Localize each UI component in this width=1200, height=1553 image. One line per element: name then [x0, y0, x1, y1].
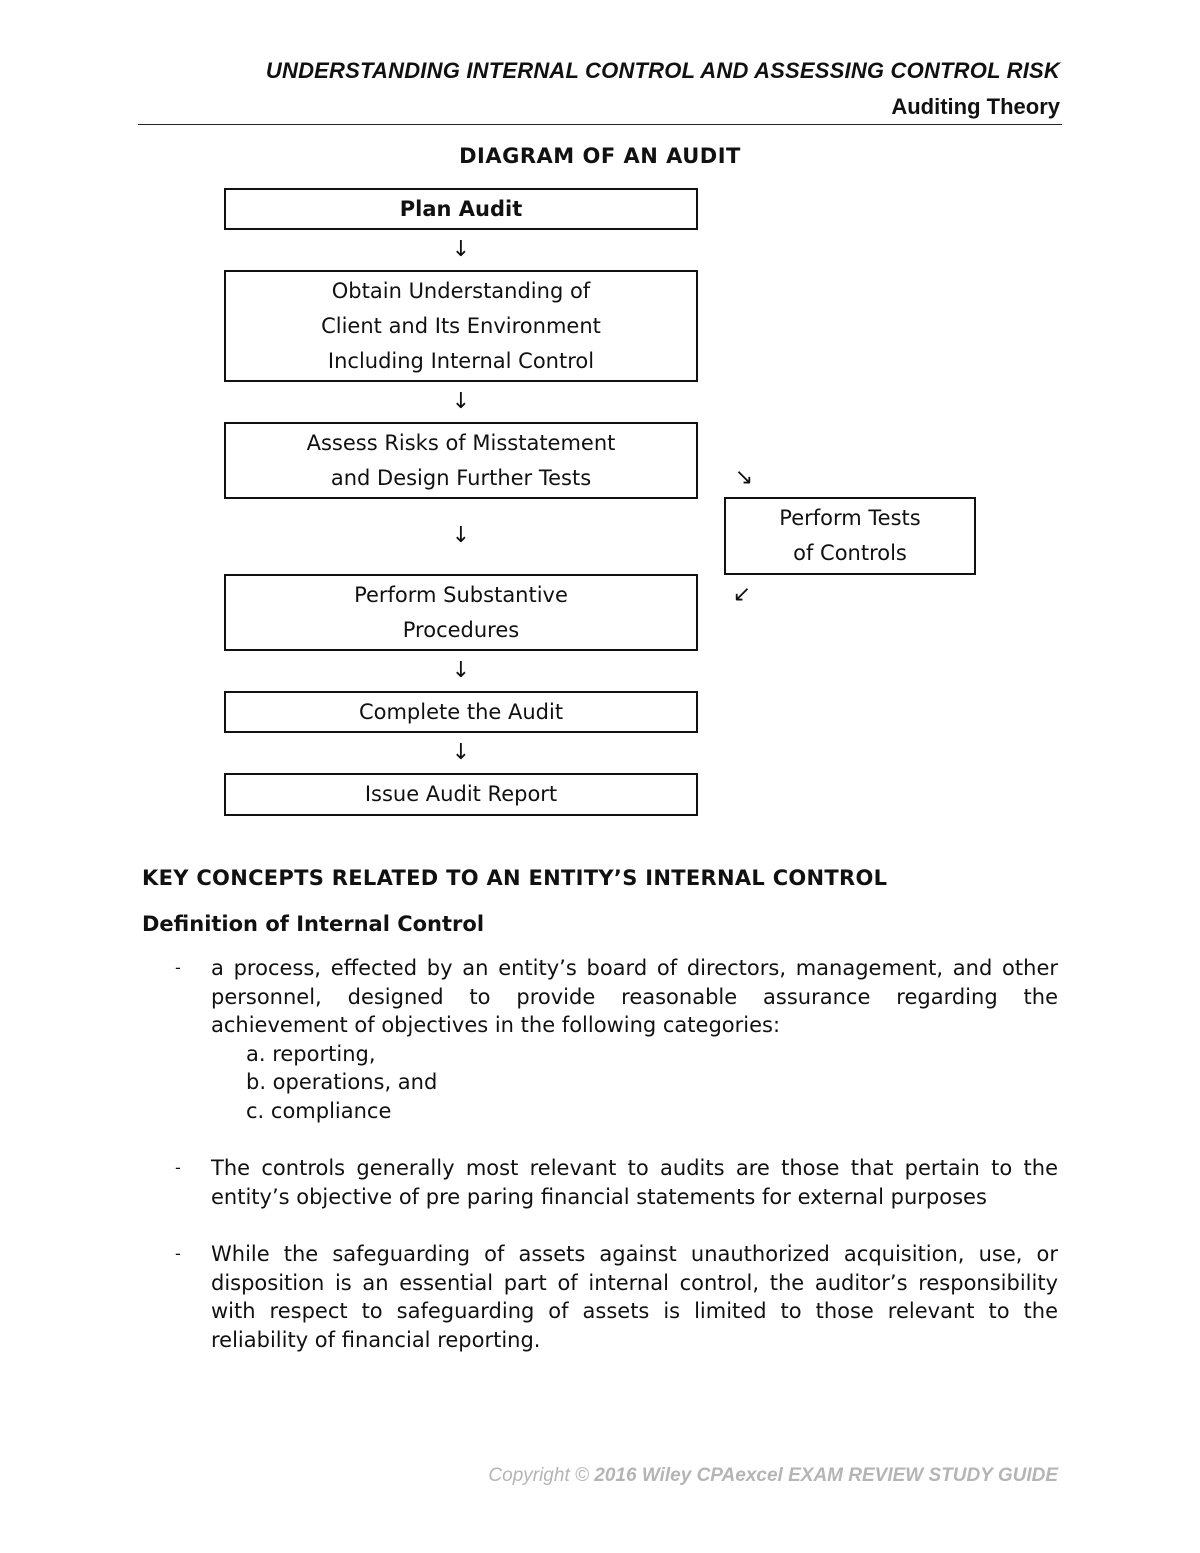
step-line: Perform Tests [779, 506, 921, 530]
step-line: Complete the Audit [358, 699, 564, 724]
arrow-diag-down-icon: ↘ [734, 465, 754, 490]
step-line: Assess Risks of Misstatement [306, 430, 616, 455]
step-assess-risks: Assess Risks of Misstatement and Design … [224, 422, 698, 499]
step-plan-audit: Plan Audit [224, 188, 698, 230]
step-issue-report: Issue Audit Report [224, 773, 698, 816]
arrow-down-icon: ↓ [451, 740, 471, 765]
category-item: b. operations, and [246, 1070, 438, 1094]
copyright-prefix: Copyright © [488, 1465, 595, 1486]
step-substantive-procedures: Perform Substantive Procedures [224, 574, 698, 651]
header-title: UNDERSTANDING INTERNAL CONTROL AND ASSES… [265, 58, 1060, 83]
list-item: - The controls generally most relevant t… [142, 1154, 1058, 1211]
step-line: Obtain Understanding of [331, 278, 591, 303]
step-line: Including Internal Control [327, 348, 595, 373]
arrow-down-icon: ↓ [451, 523, 471, 548]
section-title: KEY CONCEPTS RELATED TO AN ENTITY’S INTE… [142, 866, 888, 890]
definition-list: - a process, effected by an entity’s boa… [142, 954, 1058, 1383]
dash-bullet: - [175, 958, 181, 977]
section-subtitle: Definition of Internal Control [142, 912, 485, 936]
copyright-text: 2016 Wiley CPAexcel EXAM REVIEW STUDY GU… [594, 1465, 1058, 1486]
header-rule [138, 124, 1062, 125]
bullet-text: While the safeguarding of assets against… [211, 1242, 1058, 1352]
arrow-down-icon: ↓ [451, 389, 471, 414]
diagram-title: DIAGRAM OF AN AUDIT [459, 144, 741, 168]
step-tests-of-controls: Perform Tests of Controls [724, 497, 976, 575]
step-line: Issue Audit Report [364, 782, 558, 806]
arrow-down-icon: ↓ [451, 237, 471, 262]
list-item: - While the safeguarding of assets again… [142, 1240, 1058, 1354]
header-subtitle: Auditing Theory [891, 94, 1060, 119]
category-item: a. reporting, [246, 1041, 376, 1066]
list-item: - a process, effected by an entity’s boa… [142, 954, 1058, 1125]
step-line: Client and Its Environment [321, 313, 601, 338]
step-line: and Design Further Tests [330, 465, 592, 490]
footer-copyright: Copyright © 2016 Wiley CPAexcel EXAM REV… [488, 1465, 1058, 1487]
step-line: of Controls [793, 541, 907, 565]
step-line: Plan Audit [399, 196, 523, 221]
step-line: Procedures [402, 617, 520, 642]
step-complete-audit: Complete the Audit [224, 691, 698, 733]
arrow-down-icon: ↓ [451, 658, 471, 683]
dash-bullet: - [175, 1244, 181, 1263]
step-obtain-understanding: Obtain Understanding of Client and Its E… [224, 270, 698, 382]
bullet-text: a process, effected by an entity’s board… [211, 956, 1058, 1037]
arrow-diag-back-icon: ↙ [732, 582, 752, 607]
category-item: c. compliance [246, 1098, 392, 1123]
bullet-text: The controls generally most relevant to … [211, 1156, 1058, 1209]
dash-bullet: - [175, 1158, 181, 1177]
step-line: Perform Substantive [354, 582, 568, 607]
category-list: a. reporting, b. operations, and c. comp… [211, 1040, 1058, 1126]
